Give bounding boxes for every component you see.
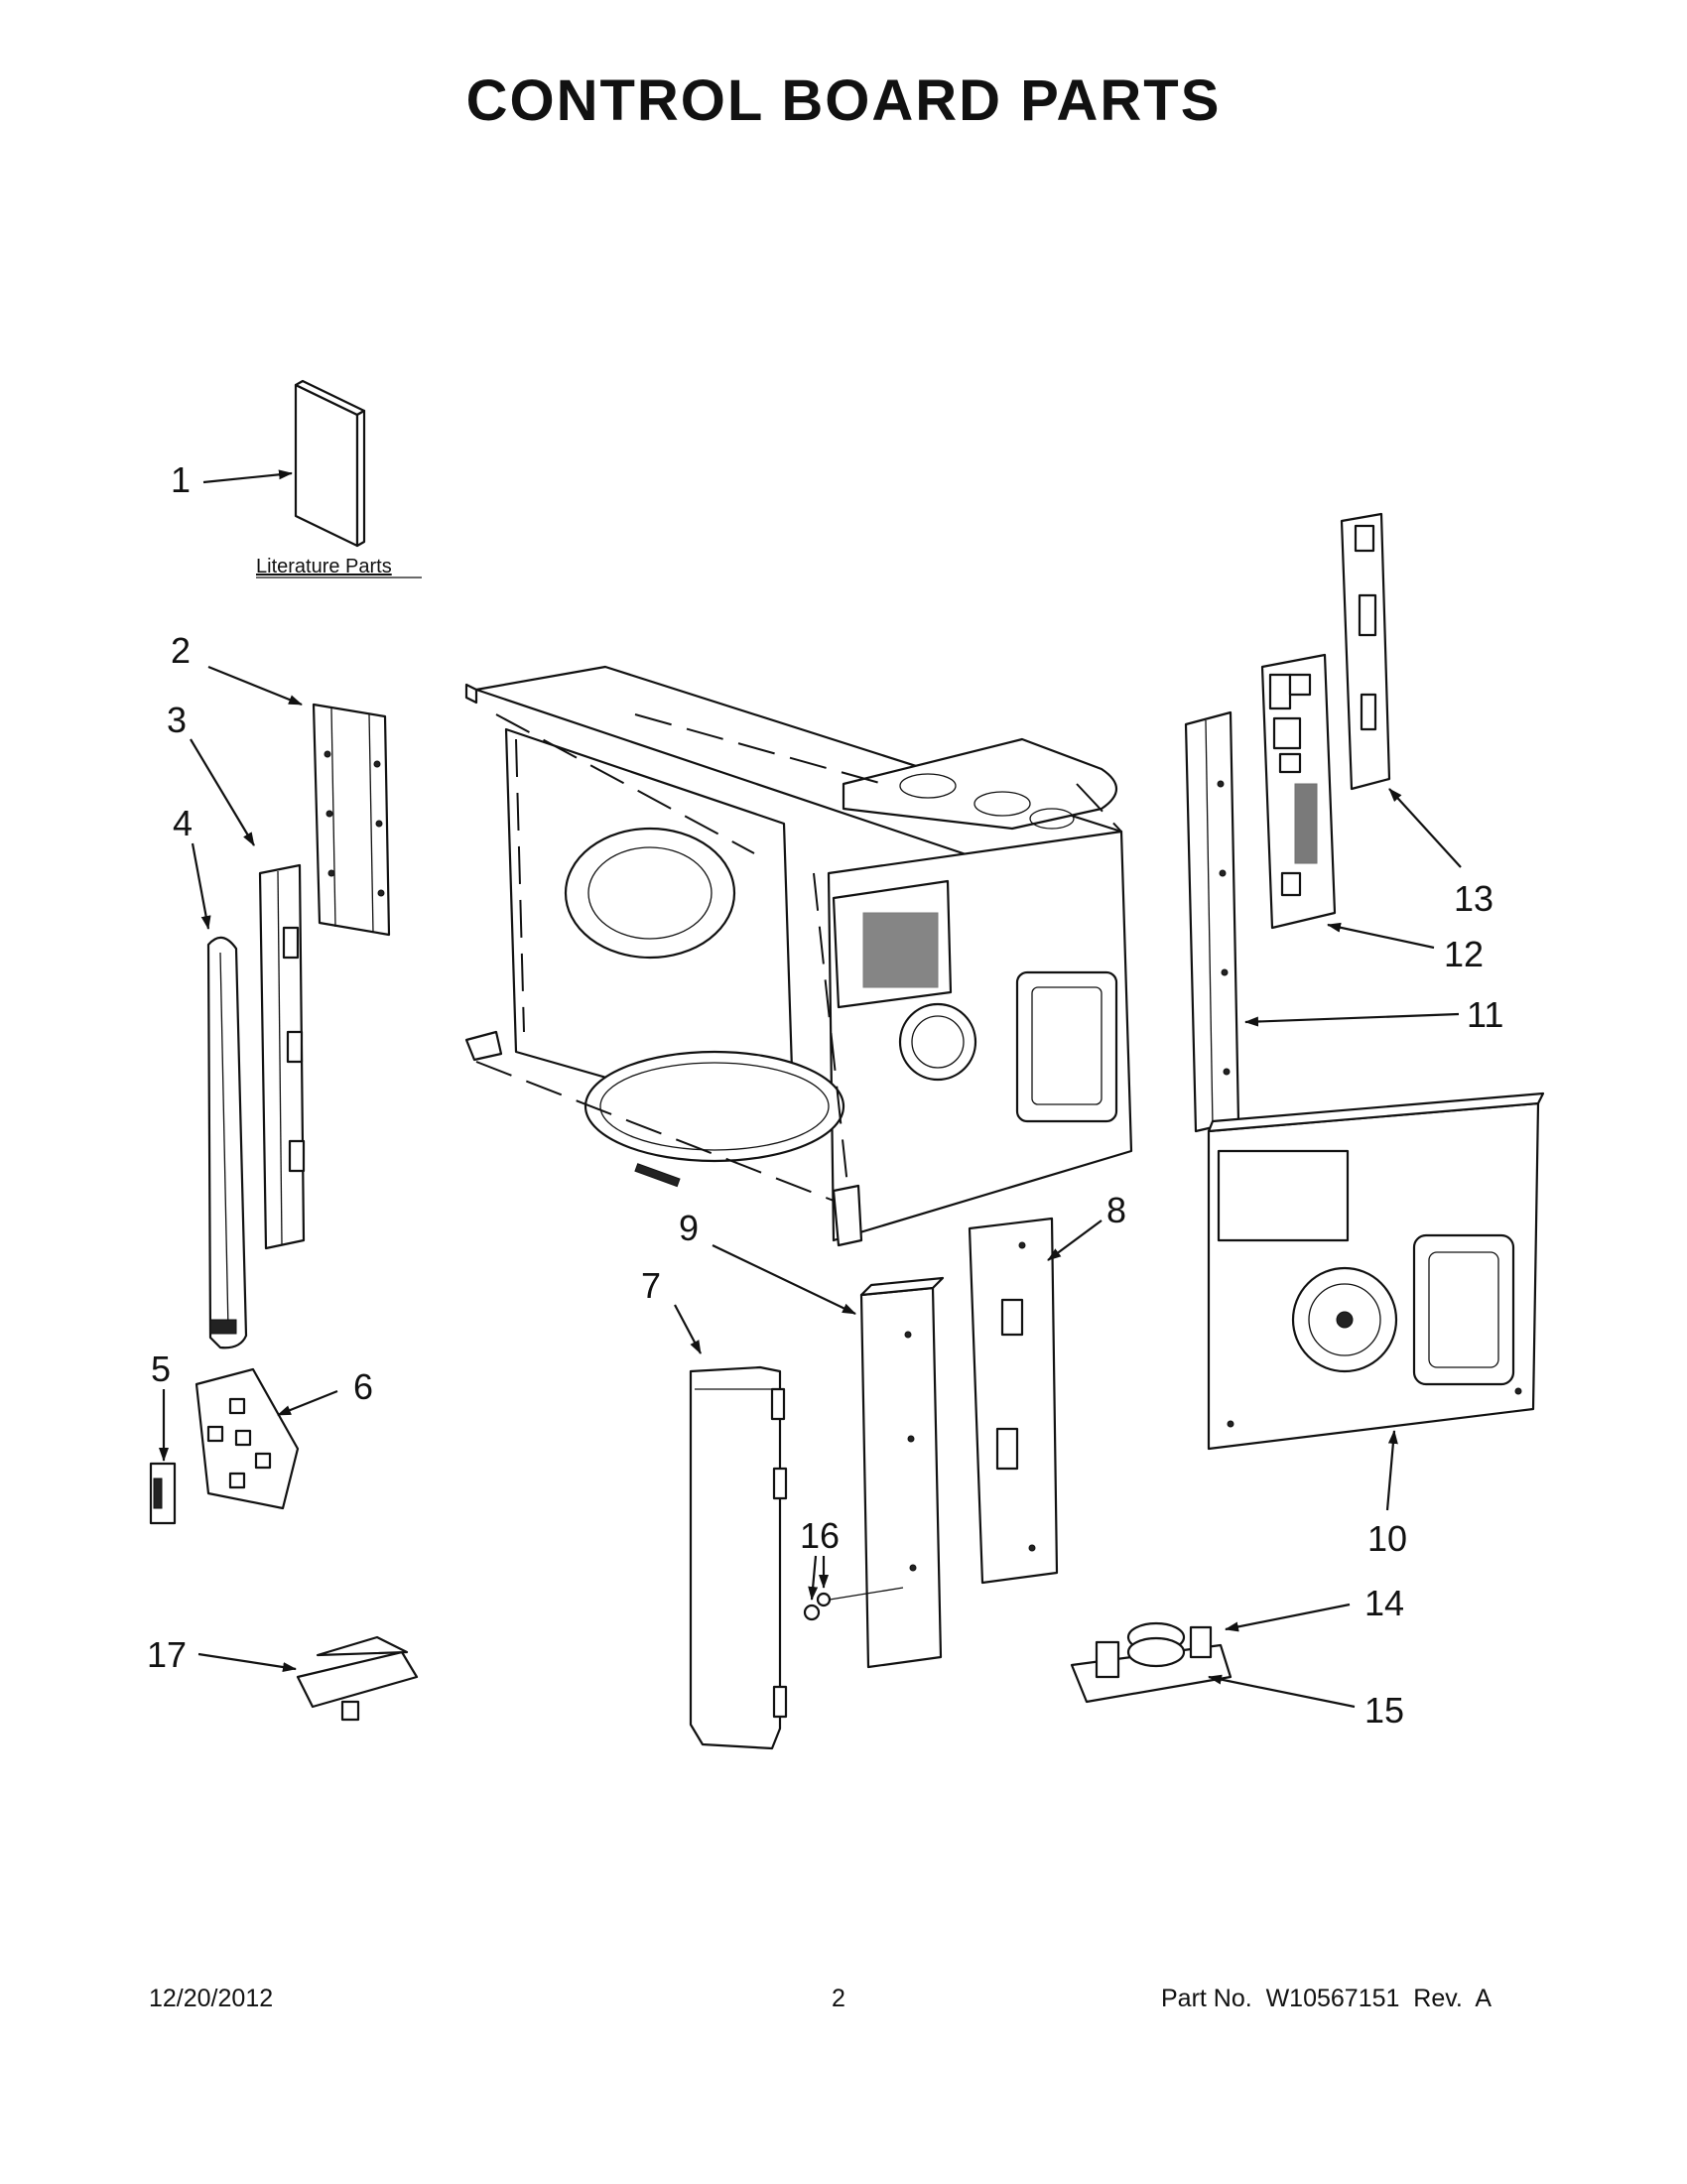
callout-10: 10 [1367, 1518, 1407, 1559]
control-strip-11 [1184, 710, 1240, 1133]
mounting-panel-8 [968, 1217, 1059, 1585]
callout-11: 11 [1467, 994, 1503, 1035]
control-board-12 [1260, 653, 1337, 930]
footer-page-number: 2 [832, 1985, 845, 2012]
callout-numbers: 1 2 3 4 5 6 7 8 9 10 11 12 13 14 15 16 1… [147, 459, 1503, 1731]
switch-5 [149, 1462, 177, 1525]
footer-date: 12/20/2012 [149, 1985, 274, 2012]
display-board-13 [1340, 512, 1391, 791]
callout-8: 8 [1106, 1190, 1126, 1230]
literature-booklet [294, 379, 366, 548]
backing-strip-9 [859, 1276, 945, 1669]
callout-6: 6 [353, 1366, 373, 1407]
trim-piece-4 [206, 936, 248, 1349]
back-panel-10 [1207, 1092, 1545, 1451]
control-cover-7 [689, 1365, 788, 1750]
callout-3: 3 [167, 700, 187, 740]
callout-7: 7 [641, 1265, 661, 1306]
callout-16: 16 [800, 1515, 840, 1556]
literature-parts-label: Literature Parts [256, 556, 392, 578]
page-title: CONTROL BOARD PARTS [465, 68, 1222, 133]
bracket-17 [296, 1635, 419, 1722]
side-bracket-2 [312, 703, 391, 937]
callout-13: 13 [1454, 878, 1493, 919]
callout-17: 17 [147, 1634, 187, 1675]
callout-4: 4 [173, 803, 193, 843]
buzzer-board-14-15 [1070, 1621, 1233, 1704]
fasteners-16 [803, 1587, 904, 1621]
callout-9: 9 [679, 1208, 699, 1248]
callout-15: 15 [1364, 1690, 1404, 1731]
callout-14: 14 [1364, 1583, 1404, 1623]
footer-part-number: Part No. W10567151 Rev. A [1161, 1985, 1492, 2012]
control-strip-3 [258, 863, 306, 1250]
callout-12: 12 [1444, 934, 1484, 974]
callout-1: 1 [171, 459, 191, 500]
callout-2: 2 [171, 630, 191, 671]
keypad-board-6 [195, 1367, 300, 1510]
main-chassis [464, 665, 1133, 1247]
leader-arrows [159, 469, 1462, 1709]
callout-5: 5 [151, 1349, 171, 1389]
